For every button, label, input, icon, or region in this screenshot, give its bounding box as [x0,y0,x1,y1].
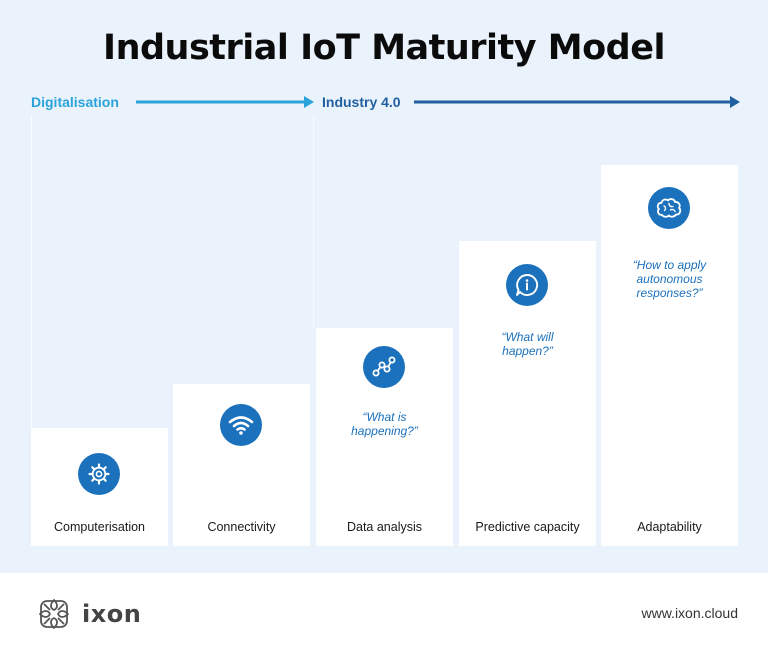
stage-predictive-capacity: “What will happen?” Predictive capacity [459,241,596,546]
ixon-logo: ixon [36,596,141,632]
wifi-icon [220,404,262,446]
ixon-logo-mark-icon [39,599,69,629]
brand-name: ixon [82,600,142,628]
website-url: www.ixon.cloud [641,605,739,621]
stage-quote: “How to apply autonomous responses?” [632,258,707,300]
phase-label-industry: Industry 4.0 [322,94,401,110]
brain-icon [648,187,690,229]
info-chat-icon [506,264,548,306]
phase-divider-middle [313,116,314,328]
phase-label-digitalisation: Digitalisation [31,94,119,110]
stage-label: Data analysis [346,520,423,534]
phase-divider-left [31,116,32,428]
line-chart-icon [363,346,405,388]
page-title: Industrial IoT Maturity Model [103,28,665,68]
stage-quote: “What will happen?” [501,330,554,358]
stage-label: Predictive capacity [475,520,580,534]
stage-label: Connectivity [207,520,276,534]
stage-computerisation: Computerisation [31,428,168,546]
stage-quote: “What is happening?” [351,410,418,438]
gear-icon [78,453,120,495]
stage-adaptability: “How to apply autonomous responses?” Ada… [601,165,738,546]
stage-connectivity: Connectivity [173,384,310,546]
diagram-canvas: Industrial IoT Maturity Model Digitalisa… [0,0,768,573]
stage-label: Computerisation [53,520,145,534]
footer: ixon www.ixon.cloud [0,573,768,655]
digitalisation-arrow [136,95,314,109]
stage-data-analysis: “What is happening?” Data analysis [316,328,453,546]
industry-arrow [414,95,740,109]
stage-label: Adaptability [637,520,702,534]
